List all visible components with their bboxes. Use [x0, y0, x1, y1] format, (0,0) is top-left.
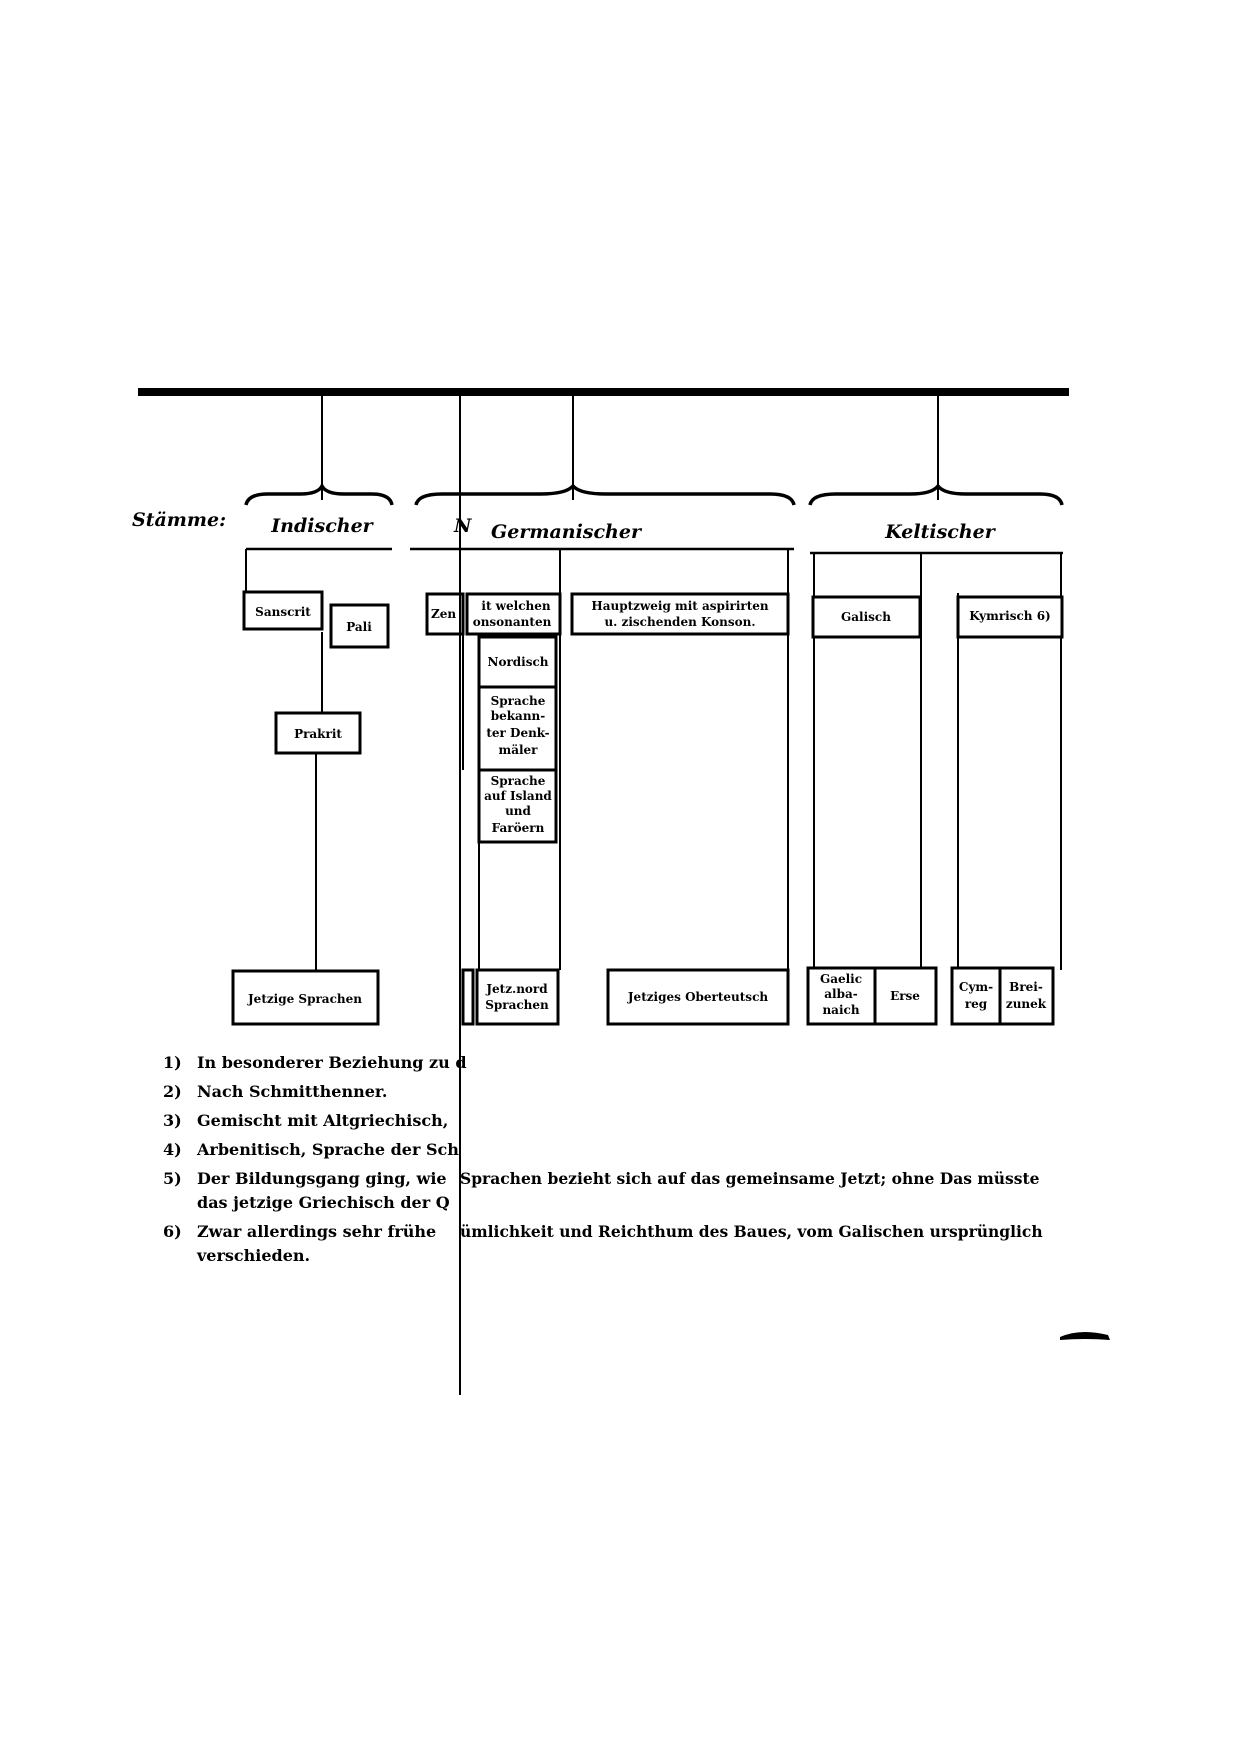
box-nordisch-label: Nordisch	[487, 655, 548, 669]
footnote-4: 4) Arbenitisch, Sprache der Sch	[163, 1140, 459, 1159]
box-jetzige-sprachen-label: Jetzige Sprachen	[247, 992, 362, 1006]
box-konsonanten-line1: it welchen	[481, 599, 550, 613]
box-cymreg-line2: reg	[965, 997, 988, 1011]
box-galisch-label: Galisch	[841, 610, 891, 624]
footnote-3: 3) Gemischt mit Altgriechisch,	[163, 1111, 448, 1130]
footnote-1-number: 1)	[163, 1053, 182, 1072]
footnote-5-text-right: Sprachen bezieht sich auf das gemeinsame…	[460, 1169, 1040, 1188]
box-oberteutsch-label: Jetziges Oberteutsch	[627, 990, 768, 1004]
box-zen-fragment-label: Zen	[431, 607, 456, 621]
box-nordisch	[477, 635, 558, 689]
footnote-4-text: Arbenitisch, Sprache der Sch	[197, 1140, 459, 1159]
footnote-2-number: 2)	[163, 1082, 182, 1101]
box-hauptzweig-line1: Hauptzweig mit aspirirten	[591, 599, 769, 613]
footnote-2-text: Nach Schmitthenner.	[197, 1082, 388, 1101]
box-denkmaler-line1: Sprache	[491, 694, 546, 708]
footnote-3-number: 3)	[163, 1111, 182, 1130]
footnote-5-cont: das jetzige Griechisch der Q	[197, 1193, 450, 1212]
footnote-3-text: Gemischt mit Altgriechisch,	[197, 1111, 449, 1130]
footnote-6-continuation: verschieden.	[197, 1246, 311, 1265]
box-gaelic-line3: naich	[822, 1003, 859, 1017]
box-sanscrit	[242, 590, 324, 631]
box-gaelic-line1: Gaelic	[820, 972, 862, 986]
box-denkmaler-line3: ter Denk-	[486, 726, 549, 740]
box-denkmaler-line4: mäler	[499, 743, 539, 757]
branch-label-indisch: Indischer	[270, 515, 374, 537]
box-gaelic-line2: alba-	[824, 987, 858, 1001]
box-galisch	[811, 595, 922, 639]
footnote-6: 6) Zwar allerdings sehr frühe	[163, 1222, 436, 1241]
ornament-dash	[1060, 1331, 1110, 1340]
box-oberteutsch	[606, 968, 790, 1026]
box-breizunek-line1: Brei-	[1009, 980, 1043, 994]
footnote-6-text-left: Zwar allerdings sehr frühe	[197, 1222, 437, 1241]
stamme-label: Stämme:	[132, 509, 226, 531]
box-jetzige-sprachen	[231, 969, 380, 1026]
footnote-5-text-left: Der Bildungsgang ging, wie	[197, 1169, 447, 1188]
branch-label-keltisch: Keltischer	[884, 521, 997, 543]
branch-label-cut: N	[453, 515, 472, 537]
box-erse-label: Erse	[890, 989, 920, 1003]
box-prakrit	[274, 711, 362, 755]
footnote-2: 2) Nach Schmitthenner.	[163, 1082, 387, 1101]
box-island-line1: Sprache	[491, 774, 546, 788]
box-jetz-nord-line1: Jetz.nord	[485, 982, 548, 996]
box-fragment	[461, 968, 475, 1026]
footnote-5-continuation: das jetzige Griechisch der Q	[197, 1193, 450, 1212]
footnote-6-number: 6)	[163, 1222, 182, 1241]
box-hauptzweig-line2: u. zischenden Konson.	[604, 615, 755, 629]
footnote-5-right: Sprachen bezieht sich auf das gemeinsame…	[460, 1169, 1040, 1188]
footnote-4-number: 4)	[163, 1140, 182, 1159]
brace-keltisch	[808, 483, 1064, 506]
box-sanscrit-label: Sanscrit	[255, 605, 311, 619]
box-zen-fragment	[425, 592, 465, 636]
footnote-1: 1) In besonderer Beziehung zu d	[163, 1053, 467, 1072]
box-jetz-nord-line2: Sprachen	[485, 998, 549, 1012]
branch-label-germanisch: Germanischer	[491, 521, 643, 543]
footnote-6-right: ümlichkeit und Reichthum des Baues, vom …	[460, 1222, 1043, 1241]
box-breizunek	[998, 966, 1055, 1026]
brace-germanisch	[414, 483, 796, 506]
brace-indisch	[244, 482, 394, 506]
box-denkmaler-line2: bekann-	[491, 709, 546, 723]
box-kymrisch	[956, 595, 1064, 639]
box-island-line2: auf Island	[484, 789, 552, 803]
box-kymrisch-label: Kymrisch 6)	[969, 609, 1050, 623]
footnote-5: 5) Der Bildungsgang ging, wie	[163, 1169, 447, 1188]
box-cymreg	[950, 966, 1002, 1026]
box-denkmaler	[477, 685, 558, 772]
footnote-5-number: 5)	[163, 1169, 182, 1188]
box-prakrit-label: Prakrit	[294, 727, 342, 741]
footnote-6-text-right: ümlichkeit und Reichthum des Baues, vom …	[460, 1222, 1043, 1241]
box-konsonanten	[465, 592, 562, 636]
box-pali-label: Pali	[346, 620, 372, 634]
box-island	[477, 768, 558, 844]
box-konsonanten-line2: onsonanten	[473, 615, 552, 629]
box-erse	[873, 966, 938, 1026]
box-pali	[329, 603, 390, 649]
top-bar	[138, 388, 1069, 396]
box-breizunek-line2: zunek	[1006, 997, 1047, 1011]
box-hauptzweig	[570, 592, 790, 636]
box-jetz-nord	[475, 968, 560, 1026]
box-island-line3: und	[505, 804, 531, 818]
box-island-line4: Faröern	[492, 821, 545, 835]
box-cymreg-line1: Cym-	[959, 980, 993, 994]
footnote-1-text: In besonderer Beziehung zu d	[197, 1053, 467, 1072]
footnote-6-cont: verschieden.	[197, 1246, 310, 1265]
